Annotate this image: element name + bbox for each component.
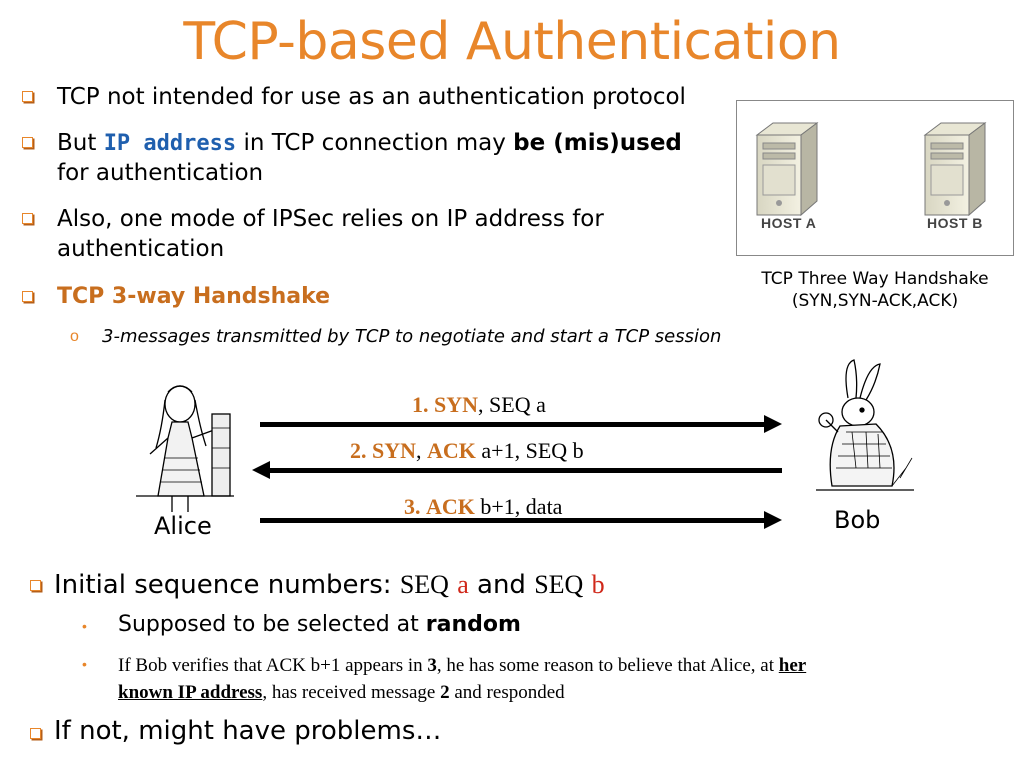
isn-pre: Initial sequence numbers: xyxy=(54,570,392,600)
bullet-marker xyxy=(22,137,33,148)
msg3-num: 3. xyxy=(404,494,421,519)
isn-and: and xyxy=(477,570,526,600)
dot-marker: • xyxy=(82,656,87,672)
sub-bullet-3-messages: 3-messages transmitted by TCP to negotia… xyxy=(102,326,722,347)
msg2-num: 2. xyxy=(350,438,367,463)
hosts-illustration: HOST A HOST B xyxy=(736,100,1014,256)
bullet-marker xyxy=(22,91,33,102)
arrowhead-left-icon xyxy=(252,461,270,479)
msg2-label: 2. SYN, ACK a+1, SEQ b xyxy=(350,438,584,464)
msg3-label: 3. ACK b+1, data xyxy=(404,494,562,520)
verify-her: her xyxy=(778,655,807,676)
bullet-marker xyxy=(30,728,41,739)
msg1-rest: , SEQ a xyxy=(478,392,546,417)
sub-bullet-marker: o xyxy=(70,328,79,345)
verify-5: and responded xyxy=(454,682,565,703)
arrowhead-right-icon xyxy=(764,511,782,529)
msg3-arrow xyxy=(260,518,766,523)
b2-misused: be (mis)used xyxy=(513,130,682,156)
alice-label: Alice xyxy=(154,512,212,540)
msg2-rest: a+1, SEQ b xyxy=(481,438,584,463)
verify-1: If Bob verifies that ACK b+1 appears in xyxy=(118,655,423,676)
bullet-marker xyxy=(22,291,33,302)
b2-mid: in TCP connection may xyxy=(243,130,506,156)
bullet-random: Supposed to be selected at random xyxy=(118,612,521,637)
alice-illustration xyxy=(136,385,234,512)
msg3-ack: ACK xyxy=(426,494,475,519)
dot-marker: • xyxy=(82,618,87,634)
verify-2: , he has some reason to believe that Ali… xyxy=(436,655,775,676)
isn-b: b xyxy=(591,570,605,599)
bullet-marker xyxy=(22,213,33,224)
b2-ip-address: IP address xyxy=(103,131,237,156)
bob-illustration xyxy=(816,359,914,491)
caption-line2: (SYN,SYN-ACK,ACK) xyxy=(791,291,959,311)
server-hosts-image xyxy=(755,122,987,217)
msg1-num: 1. xyxy=(412,392,429,417)
b2-line2: for authentication xyxy=(57,160,264,186)
isn-a: a xyxy=(457,570,469,599)
msg2-sep: , xyxy=(416,438,422,463)
hosts-caption: TCP Three Way Handshake (SYN,SYN-ACK,ACK… xyxy=(720,268,1024,312)
random-pre: Supposed to be selected at xyxy=(118,612,419,637)
bullet-ip-address: But IP address in TCP connection may be … xyxy=(57,128,682,159)
msg2-syn: SYN xyxy=(372,438,417,463)
bullet-3way-handshake: TCP 3-way Handshake xyxy=(57,284,331,309)
msg1-label: 1. SYN, SEQ a xyxy=(412,392,546,418)
bullet-ipsec-line1: Also, one mode of IPSec relies on IP add… xyxy=(57,206,604,232)
arrowhead-right-icon xyxy=(764,415,782,433)
verify-3: 3 xyxy=(427,655,437,676)
msg3-rest: b+1, data xyxy=(480,494,563,519)
host-a-label: HOST A xyxy=(761,215,817,231)
msg1-syn: SYN xyxy=(434,392,479,417)
page-title: TCP-based Authentication xyxy=(183,12,841,72)
isn-seq1: SEQ xyxy=(399,570,449,599)
caption-line1: TCP Three Way Handshake xyxy=(761,269,989,289)
isn-seq2: SEQ xyxy=(534,570,584,599)
verify-known-ip: known IP address xyxy=(118,682,263,703)
bullet-marker xyxy=(30,580,41,591)
bullet-verify-line1: If Bob verifies that ACK b+1 appears in … xyxy=(118,652,806,680)
server-icon xyxy=(923,122,987,217)
msg1-arrow xyxy=(260,422,766,427)
bullet-problems: If not, might have problems… xyxy=(54,716,442,746)
random-bold: random xyxy=(425,612,521,637)
server-icon xyxy=(755,122,819,217)
msg2-ack: ACK xyxy=(427,438,476,463)
bob-label: Bob xyxy=(834,506,881,534)
bullet-initial-seq: Initial sequence numbers: SEQ a and SEQ … xyxy=(54,570,605,600)
verify-4: , has received message xyxy=(262,682,436,703)
bullet-verify-line2: known IP address, has received message 2… xyxy=(118,679,565,707)
verify-2num: 2 xyxy=(440,682,450,703)
msg2-arrow xyxy=(270,468,782,473)
b2-pre: But xyxy=(57,130,97,156)
bullet-not-intended: TCP not intended for use as an authentic… xyxy=(57,84,686,110)
bullet-ipsec-line2: authentication xyxy=(57,236,225,262)
host-b-label: HOST B xyxy=(927,215,983,231)
